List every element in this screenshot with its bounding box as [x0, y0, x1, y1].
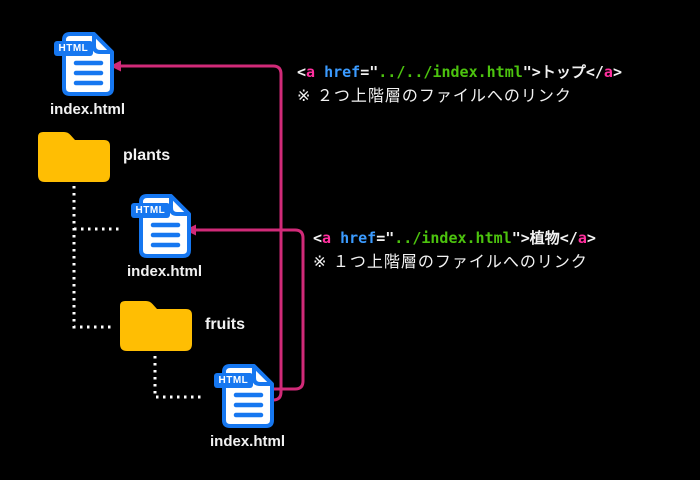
plants-folder-node: plants: [38, 130, 170, 182]
fruits-folder-node: fruits: [120, 298, 245, 352]
annotation-plants-link: <a href="../index.html">植物</a> ※ １つ上階層のフ…: [313, 226, 596, 274]
link-arrow-to-plants-file: [194, 228, 305, 391]
folder-label: plants: [123, 147, 171, 164]
html-file-icon: HTML: [53, 32, 114, 96]
root-index-file-node: HTML index.html: [50, 32, 125, 118]
folder-icon: [120, 301, 192, 351]
html-badge: HTML: [213, 373, 254, 388]
dotted-connector-plants-to-fruits: [72, 186, 114, 329]
code-snippet-plants-link: <a href="../index.html">植物</a>: [313, 229, 596, 247]
file-label: index.html: [210, 433, 286, 450]
link-arrowhead-root: [110, 60, 121, 72]
file-label: index.html: [127, 263, 203, 280]
file-label: index.html: [50, 101, 126, 118]
note-plants-link: ※ １つ上階層のファイルへのリンク: [313, 254, 588, 271]
code-snippet-top-link: <a href="../../index.html">トップ</a>: [297, 63, 622, 81]
folder-label: fruits: [205, 316, 245, 333]
note-top-link: ※ ２つ上階層のファイルへのリンク: [297, 88, 572, 105]
link-arrowhead-plants: [185, 224, 196, 236]
html-badge: HTML: [53, 41, 94, 56]
link-arrow-to-root-file: [119, 64, 283, 402]
html-file-icon: HTML: [130, 194, 191, 258]
fruits-index-file-node: HTML index.html: [210, 364, 285, 450]
plants-index-file-node: HTML index.html: [127, 194, 202, 280]
annotation-top-link: <a href="../../index.html">トップ</a> ※ ２つ上…: [297, 60, 622, 108]
dotted-connector-fruits-to-file: [153, 356, 203, 399]
folder-icon: [38, 132, 110, 182]
html-file-icon: HTML: [213, 364, 274, 428]
document-icon: [221, 364, 274, 428]
html-badge: HTML: [130, 203, 171, 218]
